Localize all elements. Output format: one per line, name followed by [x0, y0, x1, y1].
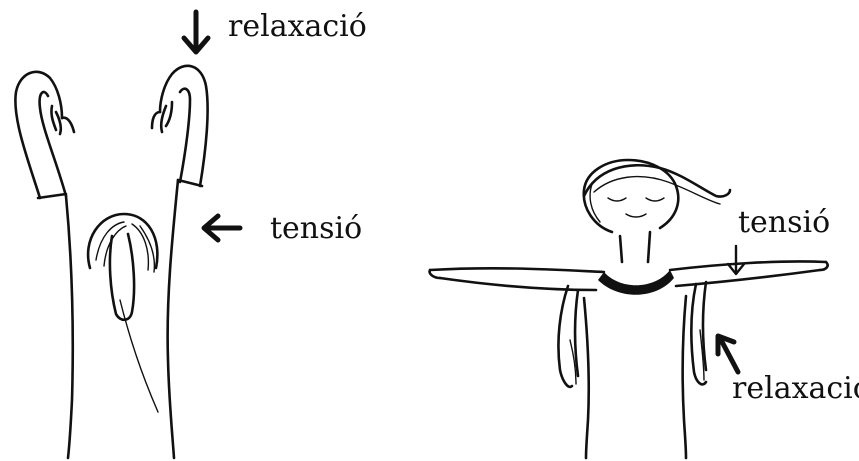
label-right-relaxacio: relaxació — [732, 371, 859, 406]
diagonal-up-arrow-icon — [718, 336, 738, 372]
label-right-tensio: tensió — [738, 205, 830, 240]
left-figure-arms-up — [15, 66, 207, 458]
small-down-arrow-icon — [728, 246, 744, 274]
down-arrow-icon — [184, 12, 208, 52]
label-left-tensio: tensió — [270, 211, 362, 246]
left-arrow-icon — [204, 216, 240, 240]
label-left-relaxacio: relaxació — [228, 9, 367, 44]
